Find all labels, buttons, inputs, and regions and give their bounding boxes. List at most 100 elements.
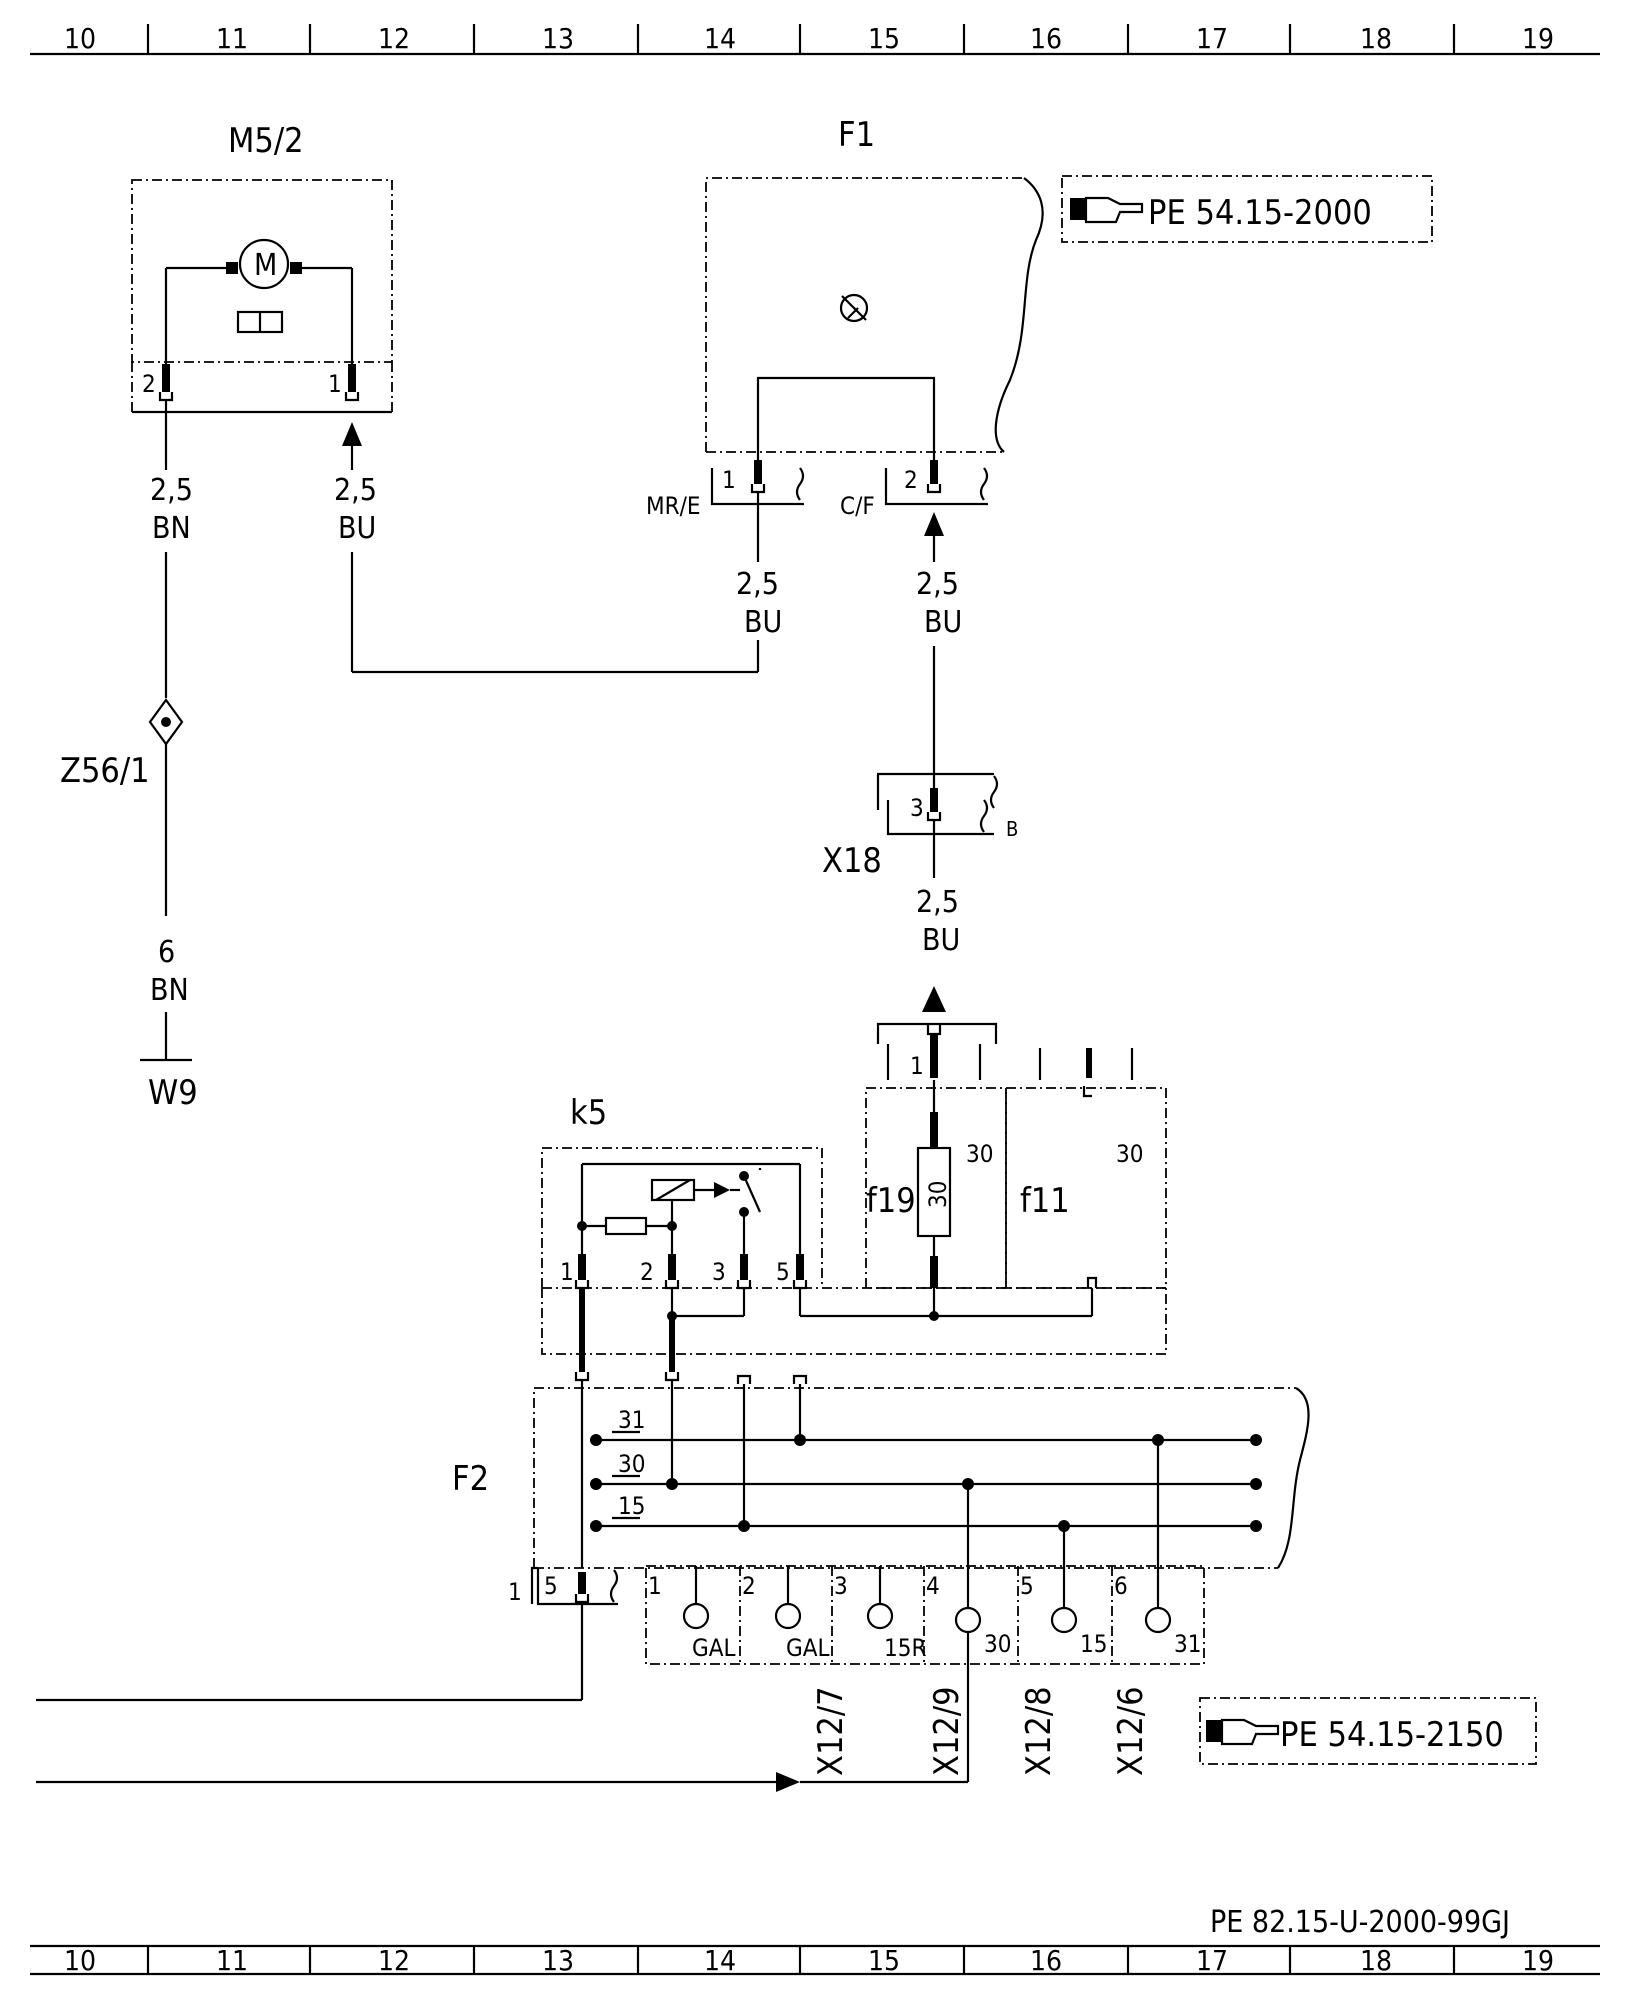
- f2-output-2: 2 GAL: [742, 1566, 830, 1662]
- f2-output-5: 5 15: [1020, 1572, 1107, 1658]
- resistor-icon: [604, 1216, 648, 1236]
- motor-symbol: M: [254, 248, 277, 283]
- ground-wire-size: 6: [158, 935, 175, 970]
- f2-output-5-label: 15: [1080, 1630, 1107, 1658]
- f2-bus-31: 31: [618, 1406, 645, 1434]
- wire-x18-color: BU: [922, 923, 960, 958]
- relay-switch-icon: [742, 1175, 762, 1213]
- f2-label: F2: [452, 1459, 489, 1499]
- f2-output-3-num: 3: [834, 1572, 848, 1600]
- wire-m5-pin2-size: 2,5: [150, 473, 193, 508]
- ref-f1-text: PE 54.15-2000: [1148, 193, 1372, 233]
- f2-output-2-num: 2: [742, 1572, 756, 1600]
- f2-output-4-label: 30: [984, 1630, 1011, 1658]
- ruler-top-col-12: 12: [378, 22, 410, 55]
- ruler-bottom-col-10: 10: [64, 1944, 96, 1977]
- wire-f1-pin1-color: BU: [744, 605, 782, 640]
- f2-output-1-num: 1: [648, 1572, 662, 1600]
- ruler-bottom-col-19: 19: [1522, 1944, 1554, 1977]
- f2-output-1-label: GAL: [692, 1634, 736, 1662]
- ruler-top-col-13: 13: [542, 22, 574, 55]
- m5-2-component: M5/2 M 2 1: [131, 121, 393, 414]
- bottom-ruler: 10 11 12 13 14 15 16 17 18 19: [30, 1944, 1600, 1977]
- ref-box-f2: PE 54.15-2150: [1199, 1697, 1537, 1765]
- f1-pin-2: 2: [904, 466, 918, 494]
- pointing-hand-icon: [1070, 196, 1144, 224]
- socket-icon: [954, 1606, 982, 1634]
- page-code: PE 82.15-U-2000-99GJ: [1210, 1905, 1510, 1940]
- ruler-top-col-19: 19: [1522, 22, 1554, 55]
- ruler-top-col-18: 18: [1360, 22, 1392, 55]
- ruler-top-col-11: 11: [216, 22, 248, 55]
- m5-2-pin-2: 2: [142, 370, 156, 398]
- f2-bus-30: 30: [618, 1450, 645, 1478]
- w9-label: W9: [148, 1073, 198, 1113]
- wire-m5-pin2: 2,5 BN Z56/1 6 BN W9: [60, 400, 198, 1113]
- f2-left-pin-outer: 1: [508, 1578, 522, 1606]
- wire-f1-pin1: 2,5 BU: [736, 492, 782, 640]
- ruler-bottom-col-14: 14: [704, 1944, 736, 1977]
- x18-label: X18: [822, 841, 882, 881]
- ruler-bottom-col-11: 11: [216, 1944, 248, 1977]
- f1-label: F1: [838, 115, 875, 155]
- f2-output-3: 3 15R: [834, 1566, 926, 1662]
- f2-output-2-label: GAL: [786, 1634, 830, 1662]
- wire-f1-pin1-size: 2,5: [736, 567, 779, 602]
- wire-m5-pin1-size: 2,5: [334, 473, 377, 508]
- x12-7-label: X12/7: [811, 1686, 851, 1776]
- wire-f1-pin2-color: BU: [924, 605, 962, 640]
- socket-icon: [1050, 1606, 1078, 1634]
- ruler-bottom-col-12: 12: [378, 1944, 410, 1977]
- m5-2-label: M5/2: [228, 121, 304, 161]
- pointing-hand-icon: [1206, 1718, 1280, 1746]
- motor-icon: [238, 238, 290, 290]
- x18-side: B: [1006, 817, 1018, 841]
- f1-connector-c-f: C/F: [840, 492, 875, 520]
- f19-terminal: 30: [966, 1140, 993, 1168]
- ruler-bottom-col-15: 15: [868, 1944, 900, 1977]
- ground-wire-color: BN: [150, 973, 189, 1008]
- fuse-block-pin: 1: [910, 1052, 924, 1080]
- f2-outputs: 1 GAL 2 GAL 3 15R 4 30 5 15 6: [645, 1565, 1205, 1665]
- ruler-bottom-col-13: 13: [542, 1944, 574, 1977]
- k5-pin-5: 5: [776, 1258, 790, 1286]
- f2-output-6-label: 31: [1174, 1630, 1201, 1658]
- wire-f1-pin2-size: 2,5: [916, 567, 959, 602]
- arrow-up-icon: [924, 512, 944, 536]
- f2-output-4-num: 4: [926, 1572, 940, 1600]
- f2-component: F2 31 30 15: [36, 1372, 1310, 1702]
- socket-icon: [682, 1602, 710, 1630]
- x12-6-label: X12/6: [1111, 1686, 1151, 1776]
- socket-icon: [774, 1602, 802, 1630]
- z56-1-label: Z56/1: [60, 751, 150, 791]
- wire-x18-size: 2,5: [916, 885, 959, 920]
- fuse-block: 1 30 f19 30 f11 30: [865, 1022, 1167, 1289]
- f2-output-4: 4 30: [926, 1572, 1011, 1658]
- ruler-top-col-14: 14: [704, 22, 736, 55]
- socket-icon: [1144, 1606, 1172, 1634]
- ruler-bottom-col-16: 16: [1030, 1944, 1062, 1977]
- f2-output-5-num: 5: [1020, 1572, 1034, 1600]
- wire-m5-pin2-color: BN: [152, 511, 191, 546]
- ruler-bottom-col-17: 17: [1196, 1944, 1228, 1977]
- ruler-bottom-col-18: 18: [1360, 1944, 1392, 1977]
- arrow-right-icon: [776, 1772, 800, 1792]
- ref-f2-text: PE 54.15-2150: [1280, 1715, 1504, 1755]
- f2-output-1: 1 GAL: [648, 1566, 736, 1662]
- x18-pin: 3: [910, 794, 924, 822]
- m5-2-pin-1: 1: [328, 370, 342, 398]
- x18-component: 3 B X18 2,5 BU: [822, 772, 1018, 1012]
- f11-label: f11: [1020, 1181, 1070, 1221]
- ruler-top-col-17: 17: [1196, 22, 1228, 55]
- wire-f1-pin2: 2,5 BU: [916, 512, 962, 788]
- k5-pin-1: 1: [560, 1258, 574, 1286]
- ruler-top-col-16: 16: [1030, 22, 1062, 55]
- x12-8-label: X12/8: [1019, 1686, 1059, 1776]
- k5-label: k5: [570, 1093, 607, 1133]
- wire-m5-pin1-color: BU: [338, 511, 376, 546]
- f1-connector-mr-e: MR/E: [646, 492, 701, 520]
- wire-m5-pin1: 2,5 BU: [334, 422, 760, 674]
- x12-9-label: X12/9: [927, 1686, 967, 1776]
